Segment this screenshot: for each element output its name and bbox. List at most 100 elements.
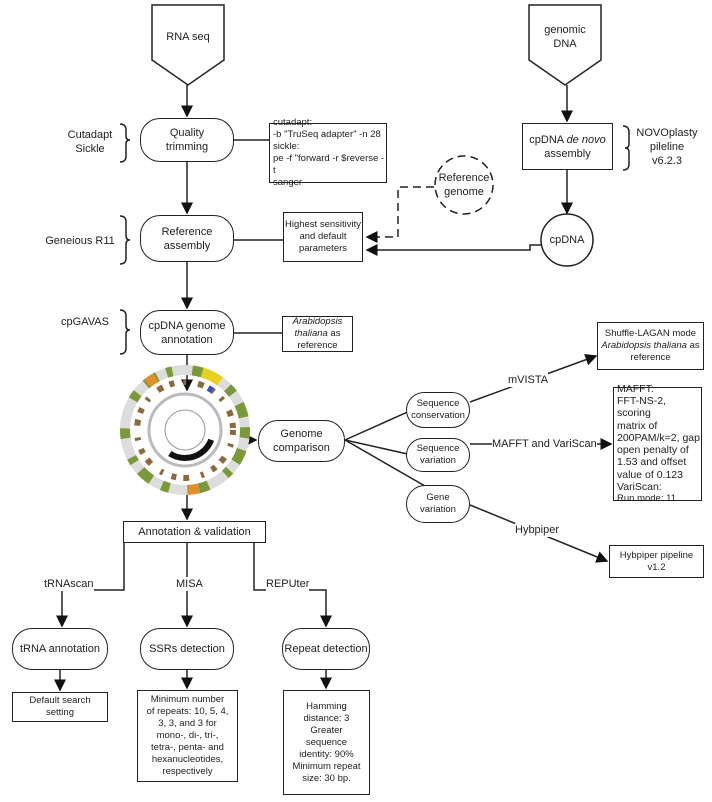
- param-line: hexanucleotides,: [151, 754, 224, 765]
- geneious-label: Geneious R11: [40, 234, 120, 248]
- node-line: cpDNA genome: [148, 319, 226, 332]
- arab-b: thaliana: [294, 328, 328, 339]
- param-line: parameters: [298, 243, 348, 254]
- brace-geneious: [119, 215, 131, 265]
- brace-novoplasty: [622, 125, 630, 171]
- denovo-b: de novo: [566, 133, 606, 146]
- cpdna-label: cpDNA: [549, 234, 585, 246]
- param-line: tetra-, penta- and: [151, 742, 224, 753]
- quality-trimming-node: Quality trimming: [140, 118, 234, 162]
- annotation-validation-box: Annotation & validation: [123, 521, 266, 543]
- node-line: Reference: [161, 225, 213, 238]
- param-line: thaliana as: [295, 328, 341, 340]
- param-line: size: 30 bp.: [302, 772, 351, 784]
- node-line: annotation: [161, 333, 213, 346]
- param-line: 3, 3, and 3 for: [158, 718, 217, 729]
- node-line: Quality: [169, 127, 205, 139]
- node-line: SSRs detection: [149, 643, 225, 655]
- param-line: Minimum repeat: [292, 760, 361, 772]
- node-line: tRNA annotation: [19, 643, 101, 655]
- param-line: pe -f "forward -r $reverse -t: [273, 153, 385, 176]
- ssr-detection-node: SSRs detection: [140, 628, 234, 670]
- genomic-label: genomic: [544, 24, 586, 36]
- node-line: variation: [420, 504, 456, 515]
- sickle-label: Sickle: [75, 143, 105, 155]
- rna-seq-label: RNA seq: [166, 31, 210, 43]
- node-line: Genome: [280, 428, 323, 440]
- param-line: VariScan:: [617, 481, 662, 494]
- param-line: sickle:: [273, 141, 300, 152]
- param-line: distance: 3: [303, 712, 350, 724]
- node-line: Annotation & validation: [138, 526, 251, 538]
- param-line: Shuffle-LAGAN mode: [604, 328, 697, 339]
- chloroplast-genome-map: [120, 365, 250, 495]
- denovo-c: assembly: [544, 147, 591, 160]
- param-line: identity: 90%: [299, 748, 354, 760]
- dna-label: DNA: [553, 38, 577, 50]
- cutadapt-label: Cutadapt: [67, 129, 113, 141]
- param-line: v1.2: [647, 561, 666, 573]
- node-line: trimming: [165, 141, 209, 153]
- node-line: Reference: [438, 172, 490, 184]
- node-line: Repeat detection: [284, 643, 368, 655]
- mafft-edge-label: MAFFT and VariScan: [492, 437, 597, 451]
- param-line: Run mode: 11: [617, 493, 676, 505]
- reference-genome-node: Reference genome: [435, 171, 493, 199]
- denovo-a: cpDNA: [529, 133, 567, 146]
- misa-edge-label: MISA: [176, 577, 203, 591]
- repeat-detection-node: Repeat detection: [282, 628, 370, 670]
- node-line: genome: [444, 186, 484, 198]
- hybpiper-edge-label: Hybpiper: [515, 523, 560, 537]
- param-line: FFT-NS-2, scoring: [617, 394, 666, 420]
- param-line: setting: [46, 707, 74, 718]
- node-line: Gene: [426, 492, 450, 503]
- trna-annotation-node: tRNA annotation: [12, 628, 108, 670]
- param-line: and default: [299, 231, 347, 242]
- param-line: Hamming: [306, 700, 347, 712]
- param-line: Arabidopsis thaliana as: [601, 340, 699, 352]
- geneious-text: Geneious R11: [45, 235, 115, 247]
- brace-cutadapt: [119, 123, 131, 163]
- node-line: variation: [420, 455, 456, 466]
- param-line: matrix of: [617, 419, 658, 432]
- rna-seq-shape: [151, 4, 225, 86]
- param-line: of repeats: 10, 5, 4,: [146, 706, 229, 717]
- node-line: comparison: [273, 442, 330, 454]
- param-line: Highest sensitivity: [284, 219, 362, 230]
- param-line: 1.53 and offset: [617, 456, 687, 469]
- node-line: Sequence: [416, 443, 460, 454]
- param-line: respectively: [162, 766, 213, 777]
- param-line: Default search: [29, 695, 91, 706]
- shuffle-as: as: [686, 340, 700, 351]
- trnascan-edge-label: tRNAscan: [44, 577, 94, 591]
- novo-line3: v6.2.3: [652, 155, 682, 167]
- node-line: Sequence: [416, 398, 460, 409]
- arab-a: Arabidopsis: [292, 316, 343, 327]
- genomic-dna-shape: [528, 4, 602, 86]
- node-line: assembly: [163, 239, 211, 252]
- param-line: open penalty of: [617, 444, 689, 457]
- brace-cpgavas: [119, 309, 131, 355]
- cpdna-circle: [540, 213, 594, 267]
- arab-c: as: [327, 328, 341, 339]
- param-line: sequence: [305, 736, 348, 748]
- param-line: value of 0.123: [617, 468, 683, 481]
- node-line: cpDNA de novo: [529, 133, 605, 147]
- reference-genome-circle: [434, 155, 494, 215]
- node-line: conservation: [411, 410, 465, 421]
